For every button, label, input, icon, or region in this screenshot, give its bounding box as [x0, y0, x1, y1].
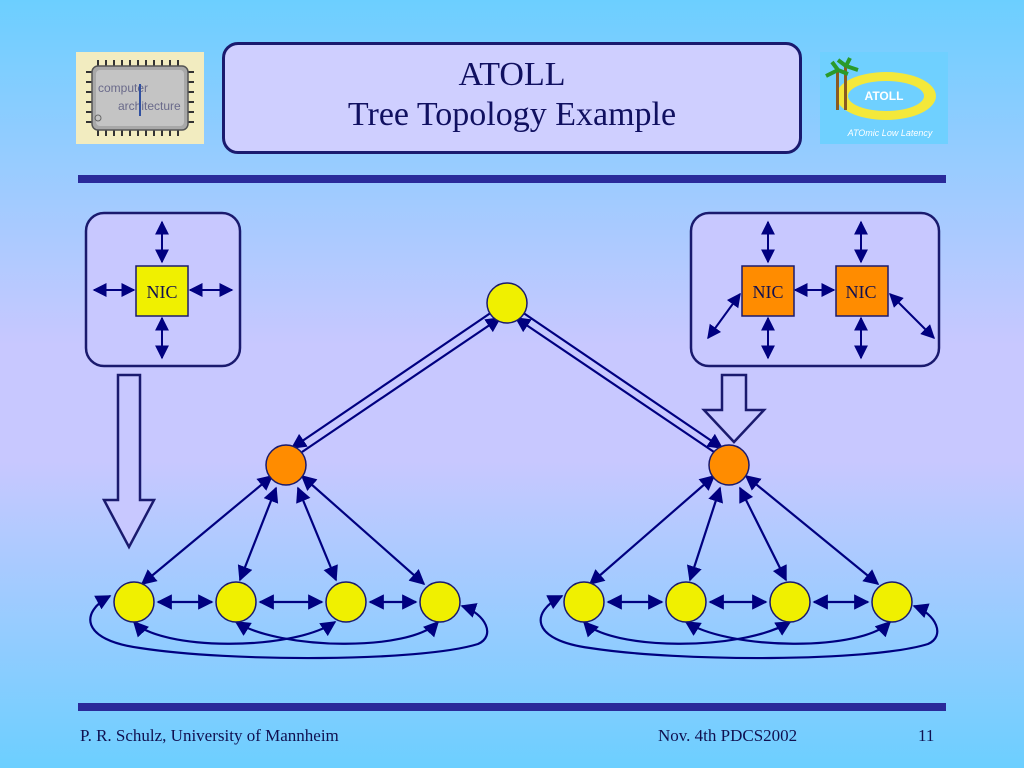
footer-date-conference: Nov. 4th PDCS2002 — [658, 726, 798, 745]
logo-atoll-text: ATOLL — [865, 89, 904, 103]
top-divider — [78, 175, 946, 183]
leaf-node — [419, 581, 461, 623]
slide-title-line2: Tree Topology Example — [347, 96, 677, 133]
logo-word-computer: computer — [98, 81, 148, 95]
leaf-node — [215, 581, 257, 623]
leaf-node — [563, 581, 605, 623]
title-box: ATOLL Tree Topology Example — [222, 42, 802, 154]
big-down-arrow-left — [101, 373, 157, 550]
page-number: 11 — [918, 726, 935, 745]
nic-box-1 — [741, 265, 795, 317]
dual-nic-legend: NIC NIC — [689, 211, 941, 368]
single-nic-legend: NIC — [84, 211, 242, 368]
root-node — [486, 282, 528, 324]
nic-box-2 — [835, 265, 889, 317]
nic-label: NIC — [147, 282, 178, 302]
bottom-divider — [78, 703, 946, 711]
logo-word-architecture: architecture — [118, 99, 181, 113]
right-hub-node — [708, 444, 750, 486]
chip-icon: computer architecture — [86, 60, 194, 136]
left-hub-node — [265, 444, 307, 486]
leaf-node — [113, 581, 155, 623]
nic-label-2: NIC — [846, 282, 877, 302]
logo-tagline: ATOmic Low Latency — [847, 128, 933, 138]
slide-title-line1: ATOLL — [458, 56, 566, 93]
footer-author: P. R. Schulz, University of Mannheim — [80, 726, 339, 745]
atoll-island-icon: ATOLL ATOmic Low Latency — [820, 52, 948, 144]
nic-label-1: NIC — [753, 282, 784, 302]
leaf-node — [769, 581, 811, 623]
atoll-logo: ATOLL ATOmic Low Latency — [820, 52, 948, 144]
tree-links — [89, 311, 939, 660]
leaf-node — [325, 581, 367, 623]
nic-box — [135, 265, 189, 317]
computer-architecture-logo: computer architecture — [76, 52, 204, 144]
leaf-node — [871, 581, 913, 623]
leaf-node — [665, 581, 707, 623]
big-down-arrow-right — [701, 373, 767, 444]
